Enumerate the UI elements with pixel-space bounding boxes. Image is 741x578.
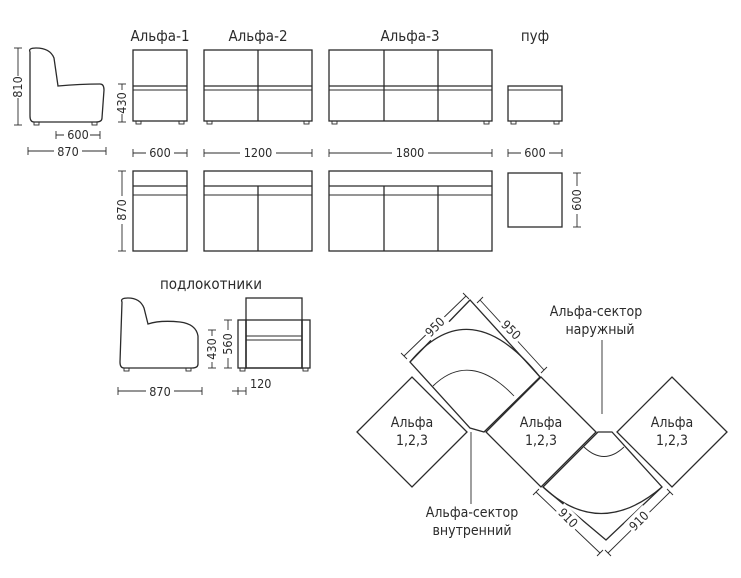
dim-label-w-1800: 1800 <box>396 145 425 160</box>
dim-w-1200: 1200 <box>203 145 313 160</box>
dim-arm-width: 120 <box>232 376 271 395</box>
dim-label-810: 810 <box>10 76 25 97</box>
dim-arm-560: 560 <box>219 319 237 369</box>
dim-label-w-600: 600 <box>149 145 170 160</box>
sector-outer <box>542 431 663 541</box>
title-armrests: подлокотники <box>160 275 262 293</box>
dim-label-arm-560: 560 <box>220 333 235 354</box>
label-sector-inner: Альфа-сектор внутренний <box>426 432 518 539</box>
block-alfa-left: Альфа 1,2,3 <box>356 376 468 488</box>
front-alfa-1 <box>132 49 188 125</box>
side-view-leg <box>33 121 40 126</box>
front-puf <box>507 85 563 125</box>
sector-inner <box>409 299 541 433</box>
armrest-front-view <box>237 297 311 372</box>
svg-text:Альфа-сектор: Альфа-сектор <box>426 505 518 521</box>
dim-label-430: 430 <box>114 92 129 113</box>
side-view-outline <box>28 47 105 123</box>
dim-label-600-seat: 600 <box>67 127 88 142</box>
dim-w-puf: 600 <box>507 145 563 160</box>
title-puf: пуф <box>521 27 549 45</box>
top-alfa-2 <box>203 170 313 252</box>
dim-label-w-1200: 1200 <box>244 145 273 160</box>
svg-text:Альфа-сектор: Альфа-сектор <box>550 304 642 320</box>
svg-text:1,2,3: 1,2,3 <box>656 433 688 449</box>
armrest-side-view <box>119 297 199 372</box>
dim-910: 910 910 <box>532 488 674 557</box>
dim-label-puf-depth: 600 <box>569 189 584 210</box>
front-alfa-2 <box>203 49 313 125</box>
title-alfa-1: Альфа-1 <box>130 27 189 45</box>
dim-600-seat: 600 <box>55 127 101 142</box>
dim-label-870-plan: 870 <box>114 199 129 220</box>
dim-870-plan: 870 <box>114 170 130 252</box>
dim-label-870-side: 870 <box>57 144 78 159</box>
title-alfa-3: Альфа-3 <box>380 27 439 45</box>
dim-armrest-depth: 870 <box>117 384 203 399</box>
block-alfa-right: Альфа 1,2,3 <box>616 376 728 488</box>
svg-text:внутренний: внутренний <box>432 523 511 539</box>
top-alfa-1 <box>132 170 188 252</box>
svg-text:Альфа: Альфа <box>520 415 563 431</box>
front-alfa-3 <box>328 49 493 125</box>
dim-label-arm-430: 430 <box>204 338 219 359</box>
dim-430: 430 <box>114 83 130 123</box>
svg-text:Альфа: Альфа <box>391 415 434 431</box>
svg-text:1,2,3: 1,2,3 <box>525 433 557 449</box>
dim-870-side: 870 <box>27 144 107 159</box>
label-sector-outer: Альфа-сектор наружный <box>550 304 642 414</box>
side-view-leg <box>91 121 98 126</box>
dim-810: 810 <box>10 47 26 126</box>
dim-arm-430: 430 <box>203 329 221 369</box>
dim-label-w-puf: 600 <box>524 145 545 160</box>
svg-text:Альфа: Альфа <box>651 415 694 431</box>
title-alfa-2: Альфа-2 <box>228 27 287 45</box>
svg-text:наружный: наружный <box>565 322 634 338</box>
dim-label-arm-width: 120 <box>250 376 271 391</box>
side-view-seat <box>28 47 105 126</box>
dim-label-armrest-depth: 870 <box>149 384 170 399</box>
dim-w-1800: 1800 <box>328 145 493 160</box>
dim-w-600: 600 <box>132 145 188 160</box>
top-alfa-3 <box>328 170 493 252</box>
top-puf <box>507 172 563 228</box>
block-alfa-middle: Альфа 1,2,3 <box>485 376 597 488</box>
dim-puf-depth: 600 <box>569 172 585 228</box>
svg-text:1,2,3: 1,2,3 <box>396 433 428 449</box>
